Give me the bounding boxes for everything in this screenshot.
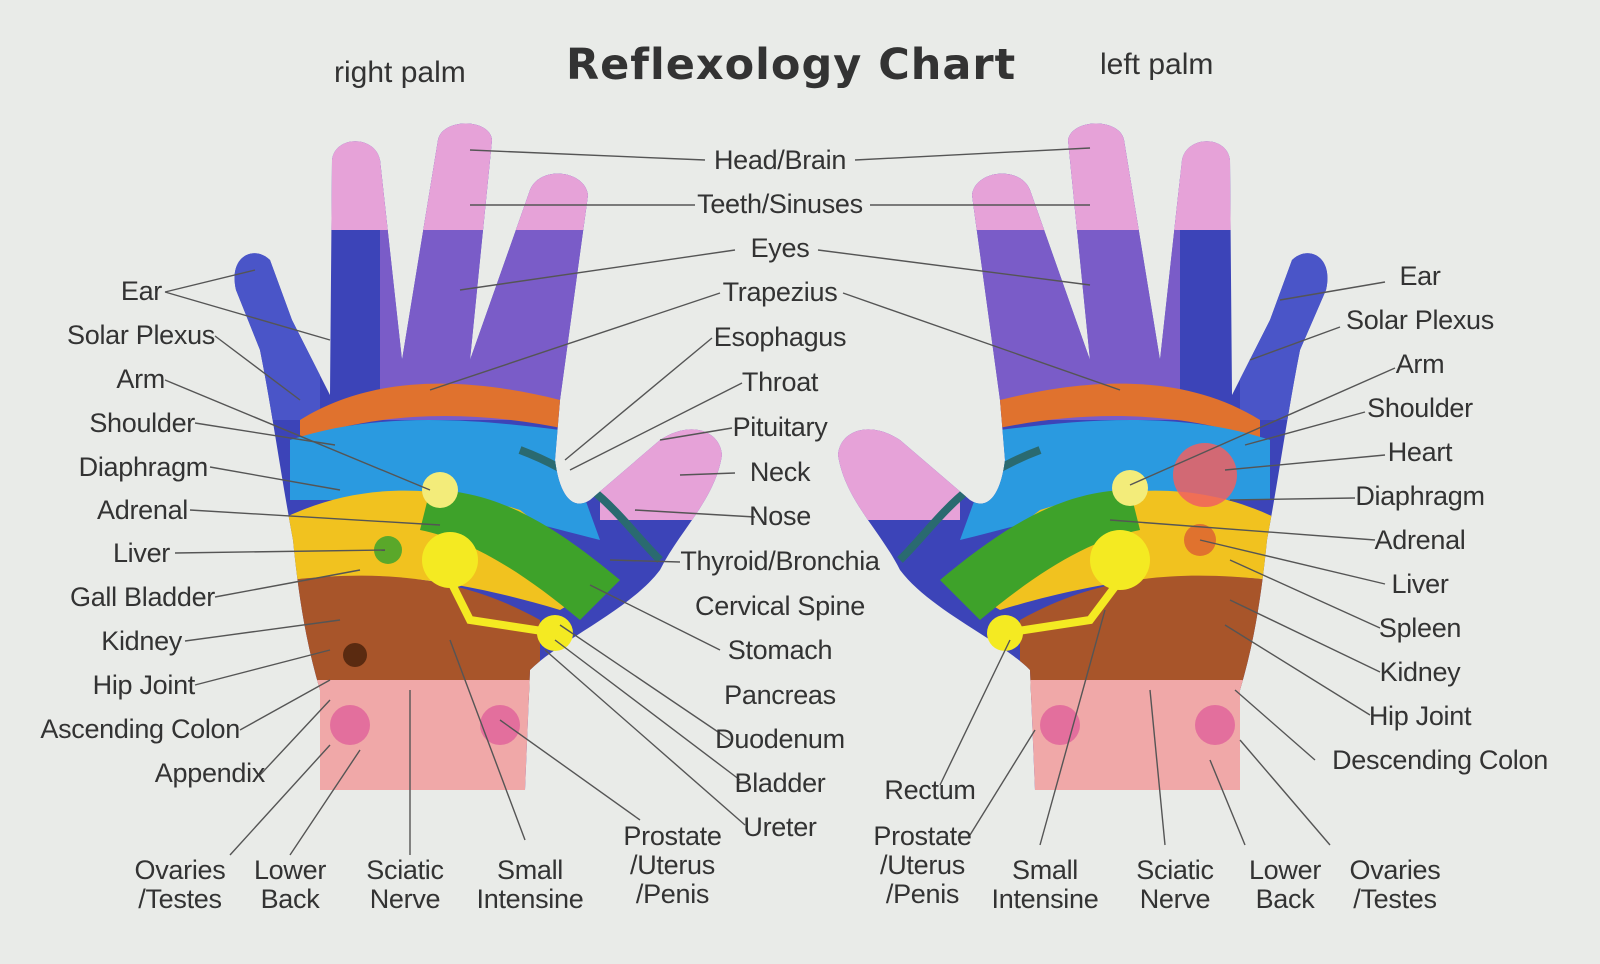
right-palm-side-label: Solar Plexus — [67, 320, 215, 350]
center-label: Throat — [741, 367, 819, 397]
bottom-label: Ovaries/Testes — [1349, 855, 1441, 914]
bottom-label: Ovaries/Testes — [134, 855, 226, 914]
center-label: Cervical Spine — [695, 591, 865, 621]
left-palm-side-label: Spleen — [1378, 613, 1462, 643]
right-palm-side-label: Arm — [116, 364, 165, 394]
center-label: Ureter — [743, 812, 817, 842]
bottom-label: Prostate/Uterus/Penis — [623, 821, 722, 909]
left-palm-side-label: Heart — [1387, 437, 1453, 467]
left-palm-side-label: Shoulder — [1367, 393, 1473, 423]
center-label: Esophagus — [713, 322, 847, 352]
center-label: Teeth/Sinuses — [697, 189, 863, 219]
right-palm-side-label: Ear — [120, 276, 162, 306]
center-label: Bladder — [734, 768, 826, 798]
center-label: Stomach — [727, 635, 833, 665]
bottom-label: Prostate/Uterus/Penis — [873, 821, 972, 909]
left-palm-side-label: Arm — [1395, 349, 1445, 379]
left-palm-label: left palm — [1100, 48, 1214, 81]
right-palm-side-label: Adrenal — [97, 495, 188, 525]
right-palm-side-label: Shoulder — [89, 408, 195, 438]
right-palm-side-label: Gall Bladder — [70, 582, 215, 612]
right-palm-side-label: Kidney — [101, 626, 182, 656]
right-palm-side-label: Ascending Colon — [40, 714, 240, 744]
right-palm-side-label: Diaphragm — [78, 452, 209, 482]
center-label: Pituitary — [732, 412, 828, 442]
center-label: Neck — [749, 457, 811, 487]
center-label: Head/Brain — [713, 145, 847, 175]
left-palm-side-label: Liver — [1391, 569, 1449, 599]
center-label: Trapezius — [722, 277, 838, 307]
right-palm-label: right palm — [334, 56, 466, 89]
rectum-label: Rectum — [884, 775, 976, 805]
chart-title: Reflexology Chart — [566, 40, 1017, 90]
left-palm-side-label: Descending Colon — [1332, 745, 1548, 775]
left-palm-hand — [838, 123, 1328, 790]
center-label: Duodenum — [715, 724, 845, 754]
center-label: Thyroid/Bronchia — [680, 546, 880, 576]
right-palm-side-label: Appendix — [154, 758, 266, 788]
center-label: Nose — [749, 501, 811, 531]
left-palm-side-label: Kidney — [1379, 657, 1461, 687]
center-label: Pancreas — [724, 680, 836, 710]
left-palm-side-label: Adrenal — [1374, 525, 1466, 555]
right-palm-side-label: Liver — [112, 538, 170, 568]
left-palm-side-label: Diaphragm — [1355, 481, 1485, 511]
left-palm-side-label: Hip Joint — [1368, 701, 1472, 731]
left-palm-side-label: Solar Plexus — [1346, 305, 1494, 335]
center-label: Eyes — [750, 233, 810, 263]
right-palm-side-label: Hip Joint — [92, 670, 196, 700]
leader-lines — [164, 147, 1396, 856]
left-palm-side-label: Ear — [1399, 261, 1441, 291]
